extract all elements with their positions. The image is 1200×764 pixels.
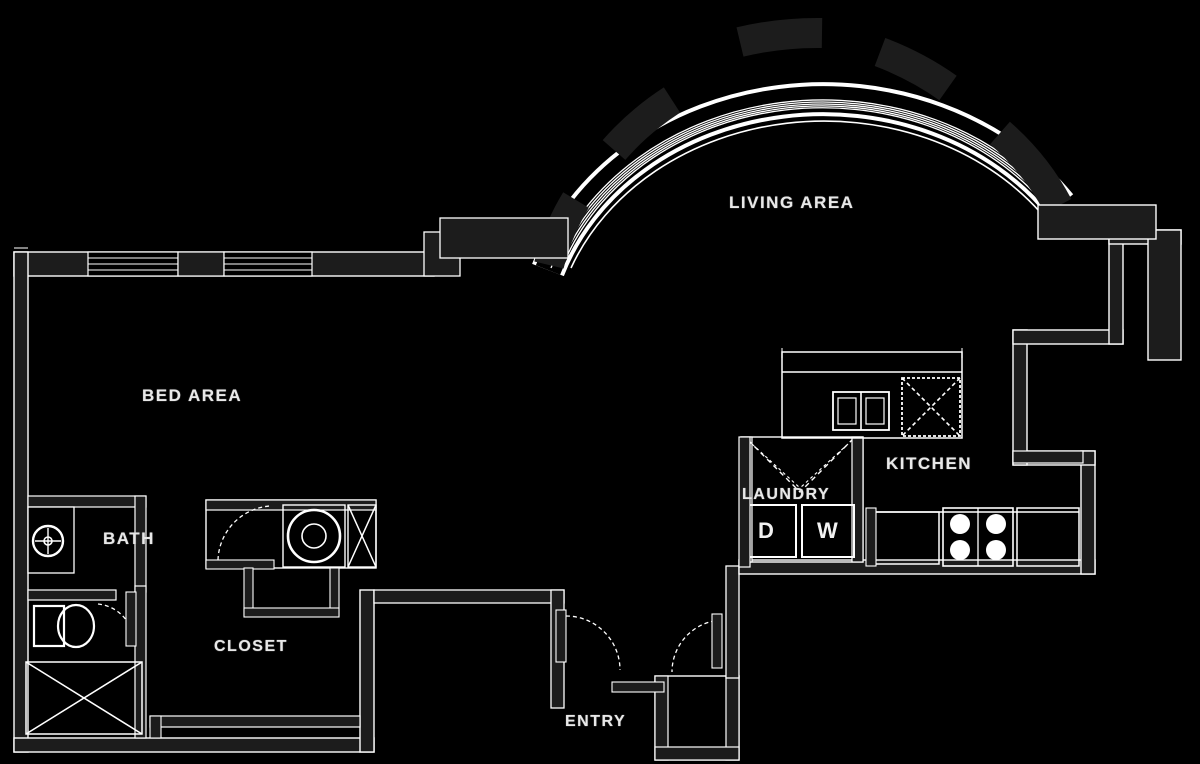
kitchen-peninsula-end	[865, 507, 877, 567]
room-label-living-area: LIVING AREA	[729, 193, 855, 212]
washer-outline	[801, 504, 855, 558]
east-wall-outer-return	[1147, 229, 1182, 361]
kitchen-upper-counter	[781, 351, 963, 439]
bath-room	[25, 495, 147, 739]
northeast-wall-return	[1037, 204, 1157, 240]
curved-glazing-line-2	[554, 101, 1054, 266]
kitchen-base-cabinet-right	[1016, 507, 1080, 567]
kitchen-laundry-partition	[738, 436, 751, 568]
curved-wall-core	[535, 86, 1071, 275]
burner-front-right-icon	[986, 514, 1006, 534]
refrigerator-outline	[901, 377, 961, 437]
room-label-closet: CLOSET	[214, 638, 288, 655]
curved-wall-pier-5	[989, 121, 1072, 214]
linen-cabinet-x-2	[347, 504, 377, 568]
curved-wall-pier-3	[736, 17, 823, 57]
laundry-bifold-hinge-right	[799, 443, 849, 489]
entry-door-swing-left	[565, 615, 621, 671]
east-wall-upper	[1108, 229, 1124, 345]
closet-door-leaf	[205, 559, 275, 570]
washer-letter-label: W	[817, 518, 838, 543]
dryer-letter-label: D	[758, 518, 774, 543]
bath-door-leaf	[125, 591, 137, 647]
corridor-north-wall	[373, 589, 565, 604]
interior-partitions	[738, 436, 1084, 568]
burner-front-left-icon	[950, 514, 970, 534]
building-perimeter	[13, 204, 1182, 761]
bath-partition-wall	[27, 589, 117, 601]
curved-glazing-line-5	[566, 107, 1042, 257]
kitchen-north-return	[1012, 450, 1084, 464]
shower-pan-outline	[282, 504, 346, 568]
entry-door-leaf-left	[555, 609, 567, 663]
room-label-laundry: LAUNDRY	[742, 486, 831, 503]
entry-door-threshold-left	[611, 681, 665, 693]
curved-glazing-line-3	[558, 103, 1050, 263]
curved-wall-pier-2	[602, 87, 681, 161]
kitchen-sink-basin-left	[837, 397, 857, 425]
bath-door-swing-arc	[97, 603, 135, 647]
shower-basin-icon	[286, 508, 342, 564]
entry-east-wall	[725, 565, 740, 679]
bath-vanity-counter	[27, 506, 75, 574]
east-wall-step-2	[1012, 329, 1124, 345]
laundry-bifold-door-icon	[747, 439, 853, 493]
linen-cabinet-outline	[347, 504, 377, 568]
burner-rear-right-icon	[986, 540, 1006, 560]
curved-exterior-wall	[532, 17, 1074, 277]
reference-ticks	[14, 247, 963, 358]
laundry-bifold-hinge-left	[751, 443, 801, 489]
closet-south-wall	[149, 715, 361, 728]
closet-door-swing-arc	[217, 505, 271, 561]
north-window-wall	[13, 251, 435, 277]
east-wall-mid	[1012, 329, 1028, 466]
storage-shelf-x-2	[25, 661, 143, 735]
curved-wall-inner-line	[570, 120, 1041, 269]
closet-southwest-post	[149, 715, 162, 739]
room-label-bed-area: BED AREA	[142, 386, 243, 405]
entry-door-leaf-right	[711, 613, 723, 669]
curved-wall-pier-4	[874, 37, 957, 101]
east-wall-lower	[1080, 450, 1096, 575]
closet-east-wall	[359, 589, 375, 753]
closet-back-wall	[243, 607, 340, 618]
lavatory-basin-icon	[31, 524, 65, 558]
kitchen-sink-basin-right	[865, 397, 885, 425]
curved-glazing-line-4	[562, 105, 1046, 260]
bath-north-wall	[27, 495, 147, 508]
burner-rear-left-icon	[950, 540, 970, 560]
storage-shelf-outline	[25, 661, 143, 735]
shower-drain-icon	[301, 523, 327, 549]
laundry-east-wall	[851, 436, 864, 563]
toilet-bowl-icon	[56, 603, 96, 649]
entry-doors	[555, 609, 723, 693]
entry-vestibule	[654, 675, 740, 761]
living-wall-west-return	[439, 217, 569, 259]
curved-glazing-line-1	[550, 99, 1058, 269]
room-label-bath: BATH	[103, 529, 155, 548]
north-wall-pier	[177, 251, 225, 277]
room-label-entry: ENTRY	[565, 713, 627, 730]
entry-vestibule-south-wall	[654, 746, 740, 761]
south-wall-left	[13, 737, 375, 753]
shower-block	[149, 499, 377, 739]
kitchen-area	[781, 351, 1080, 567]
room-label-kitchen: KITCHEN	[886, 454, 973, 473]
toilet-tank-icon	[32, 604, 66, 648]
